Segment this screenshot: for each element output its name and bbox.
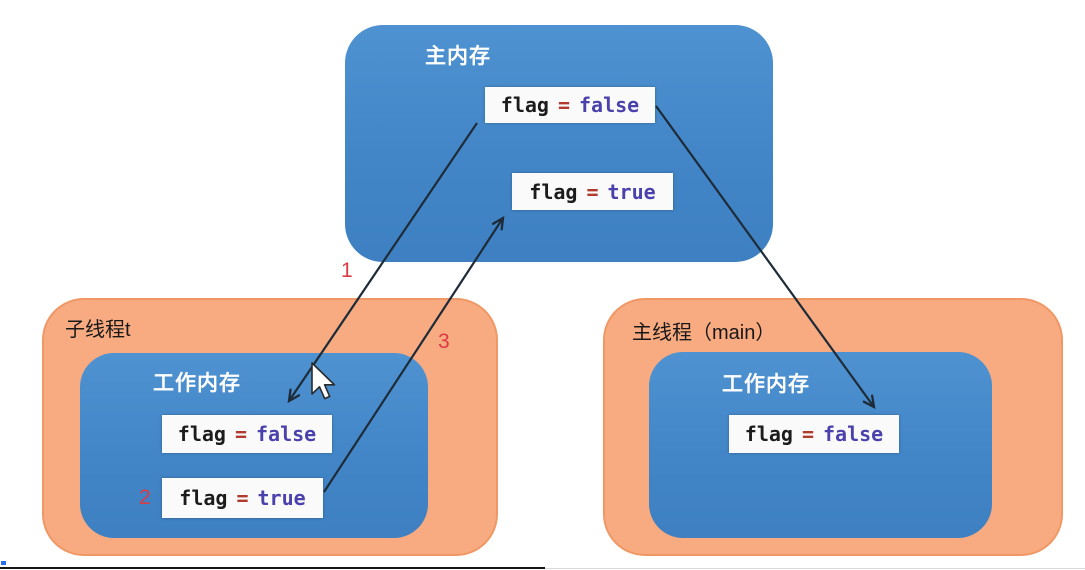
main-memory-box: 主内存 flag = false flag = true bbox=[345, 25, 773, 262]
main-thread-box: 主线程（main） 工作内存 flag = false bbox=[603, 298, 1063, 556]
child-flag-true-box: flag = true bbox=[162, 478, 323, 518]
child-flag-false-box: flag = false bbox=[162, 415, 332, 453]
bottom-border-line-faint bbox=[545, 568, 1085, 569]
code-value: true bbox=[257, 486, 306, 510]
code-operator: = bbox=[557, 93, 570, 117]
main-memory-flag-true-box: flag = true bbox=[512, 173, 673, 210]
code-operator: = bbox=[586, 179, 599, 204]
main-thread-title: 主线程（main） bbox=[632, 322, 776, 344]
code-value: false bbox=[256, 422, 317, 446]
main-memory-flag-false-box: flag = false bbox=[485, 87, 655, 123]
main-memory-title: 主内存 bbox=[425, 45, 491, 68]
code-operator: = bbox=[236, 486, 249, 510]
child-working-memory-title: 工作内存 bbox=[153, 372, 241, 395]
code-variable: flag bbox=[179, 486, 228, 510]
main-thread-flag-false-box: flag = false bbox=[729, 415, 899, 453]
main-thread-working-memory-title: 工作内存 bbox=[722, 373, 810, 396]
bottom-border-line bbox=[0, 567, 545, 569]
code-value: false bbox=[823, 422, 884, 446]
code-variable: flag bbox=[177, 422, 226, 446]
code-variable: flag bbox=[744, 422, 793, 446]
child-thread-title: 子线程t bbox=[65, 319, 131, 341]
code-value: false bbox=[579, 93, 640, 117]
child-working-memory-box: 工作内存 flag = false flag = true bbox=[80, 353, 428, 538]
code-variable: flag bbox=[500, 93, 549, 117]
step-label-2: 2 bbox=[139, 486, 151, 509]
corner-artifact bbox=[1, 561, 6, 565]
child-thread-box: 子线程t 工作内存 flag = false flag = true bbox=[42, 298, 498, 556]
code-value: true bbox=[607, 179, 656, 204]
main-thread-working-memory-box: 工作内存 flag = false bbox=[649, 352, 992, 538]
code-operator: = bbox=[801, 422, 814, 446]
step-label-1: 1 bbox=[341, 259, 353, 282]
step-label-3: 3 bbox=[438, 330, 450, 353]
code-operator: = bbox=[234, 422, 247, 446]
code-variable: flag bbox=[529, 179, 578, 204]
